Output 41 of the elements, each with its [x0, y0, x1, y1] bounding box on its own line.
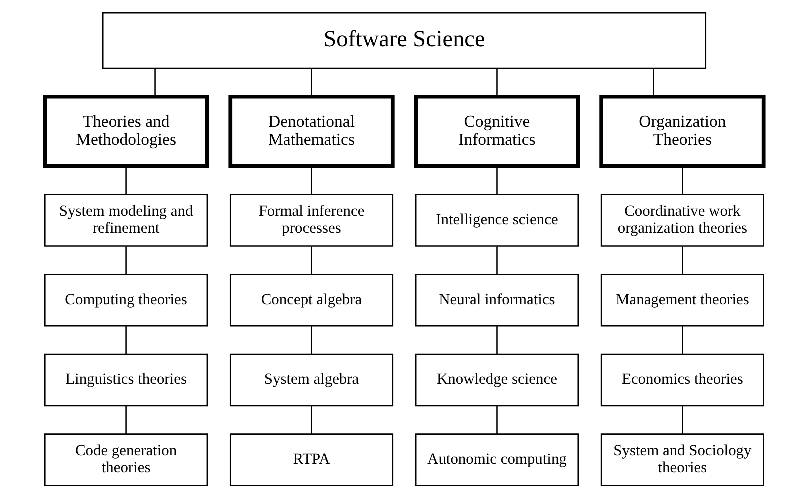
node-box: Knowledge science	[415, 354, 580, 407]
node-box: Economics theories	[600, 354, 764, 407]
node-box: System modeling and refinement	[44, 194, 208, 247]
connector	[496, 326, 498, 354]
connector	[126, 326, 127, 354]
node-box: System algebra	[230, 354, 394, 407]
node-box: Code generation theories	[44, 434, 208, 486]
connector	[682, 246, 684, 274]
node-box: Management theories	[600, 274, 764, 327]
node-box: Theories and Methodologies	[43, 94, 210, 168]
connector	[496, 166, 498, 195]
connector	[496, 406, 498, 434]
connector	[126, 166, 127, 195]
node-box: Intelligence science	[415, 194, 580, 247]
connector	[154, 68, 156, 97]
node-box: Denotational Mathematics	[228, 94, 395, 168]
node-box: Neural informatics	[415, 274, 580, 327]
connector	[496, 246, 498, 274]
node-box: Software Science	[102, 12, 707, 70]
connector	[311, 406, 312, 434]
connector	[682, 326, 684, 354]
node-box: Organization Theories	[600, 94, 766, 168]
node-box: RTPA	[230, 434, 394, 486]
node-box: Coordinative work organization theories	[600, 194, 764, 247]
node-box: Concept algebra	[230, 274, 394, 327]
connector	[311, 166, 312, 195]
connector	[653, 68, 654, 97]
node-box: Linguistics theories	[44, 354, 208, 407]
node-box: System and Sociology theories	[600, 434, 764, 486]
connector	[682, 406, 684, 434]
node-box: Autonomic computing	[415, 434, 580, 486]
connector	[311, 246, 312, 274]
connector	[126, 246, 127, 274]
connector	[311, 68, 312, 97]
connector	[496, 68, 498, 97]
connector	[311, 326, 312, 354]
connector	[126, 406, 127, 434]
node-box: Formal inference processes	[230, 194, 394, 247]
node-box: Computing theories	[44, 274, 208, 327]
connector	[682, 166, 684, 195]
node-box: Cognitive Informatics	[414, 94, 580, 168]
